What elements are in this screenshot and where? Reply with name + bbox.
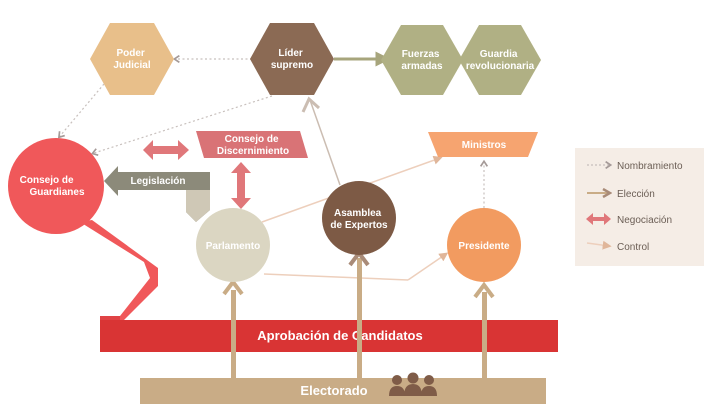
poder-judicial-node [90,23,174,95]
ministros-label: Ministros [462,140,507,151]
asamblea-expertos-label: Asamblea de Expertos [330,208,388,231]
consejo-guardianes-node [8,138,104,234]
appoint-line-judicial-guardianes [57,83,105,139]
fuerzas-armadas-label-line1: Fuerzas [402,49,440,60]
asamblea-expertos-node [322,181,396,255]
electorado-bar [140,378,546,404]
lider-supremo-label-line2: supremo [271,60,313,71]
legend-item-control: Control [586,240,649,253]
legend-box [575,148,704,266]
election-arrows [222,249,495,378]
consejo-discernimiento-label: Consejo de Discernimiento [217,134,289,157]
parlamento-node [196,208,270,282]
poder-judicial-label-line1: Poder [116,48,144,59]
lider-supremo-node [250,23,334,95]
presidente-node [447,208,521,282]
aprobacion-candidatos-bar [100,320,558,352]
electorado-label: Electorado [300,383,367,398]
legislacion-label: Legislación [130,176,185,187]
poder-judicial-label: Poder Judicial [113,48,150,71]
lider-supremo-label: Líder supremo [271,48,313,71]
lider-supremo-label-line1: Líder [278,48,303,59]
double-arrow-icon [586,213,611,225]
legend-label-nombramiento: Nombramiento [617,161,683,172]
legislacion-arrow-fold [186,190,210,222]
control-line-asamblea-lider [309,99,341,186]
consejo-guardianes-label-line1: Consejo de [20,175,74,186]
aprobacion-candidatos-label: Aprobación de Candidatos [257,328,422,343]
consejo-discernimiento-label-line1: Consejo de [225,134,279,145]
control-line-parlamento-presidente [263,273,409,281]
guardia-revolucionaria-label-line1: Guardia [480,49,518,60]
negotiation-arrow-discernimiento-parlamento [231,162,251,209]
legend-label-control: Control [617,242,649,253]
consejo-discernimiento-node [196,131,308,158]
ministros-node [428,132,538,157]
people-icon [389,372,437,396]
legend-item-nombramiento: Nombramiento [587,160,683,172]
presidente-label: Presidente [458,241,510,252]
legend-label-eleccion: Elección [617,189,655,200]
guardia-revolucionaria-label-line2: revolucionaria [466,61,535,72]
legislacion-arrow [104,166,210,222]
consejo-discernimiento-label-line2: Discernimiento [217,146,289,157]
poder-judicial-label-line2: Judicial [113,60,150,71]
asamblea-expertos-label-line1: Asamblea [334,208,382,219]
asamblea-expertos-label-line2: de Expertos [330,220,388,231]
legend-item-negociacion: Negociación [586,213,672,226]
guardia-revolucionaria-label: Guardia revolucionaria [466,49,535,72]
control-arrowhead-lider [301,96,321,113]
fuerzas-armadas-label: Fuerzas armadas [401,49,443,72]
fuerzas-armadas-node [381,25,463,95]
legend-item-eleccion: Elección [587,189,655,200]
guardia-revolucionaria-node [459,25,541,95]
thin-arrow-icon [586,240,612,250]
negotiation-arrow-guardianes-discernimiento [143,140,189,160]
consejo-guardianes-label: Consejo de Guardianes [20,175,85,198]
parlamento-label: Parlamento [206,241,260,252]
consejo-guardianes-label-line2: Guardianes [29,187,84,198]
legend-label-negociacion: Negociación [617,215,672,226]
control-line-presidente [407,252,449,281]
fuerzas-armadas-label-line2: armadas [401,61,443,72]
